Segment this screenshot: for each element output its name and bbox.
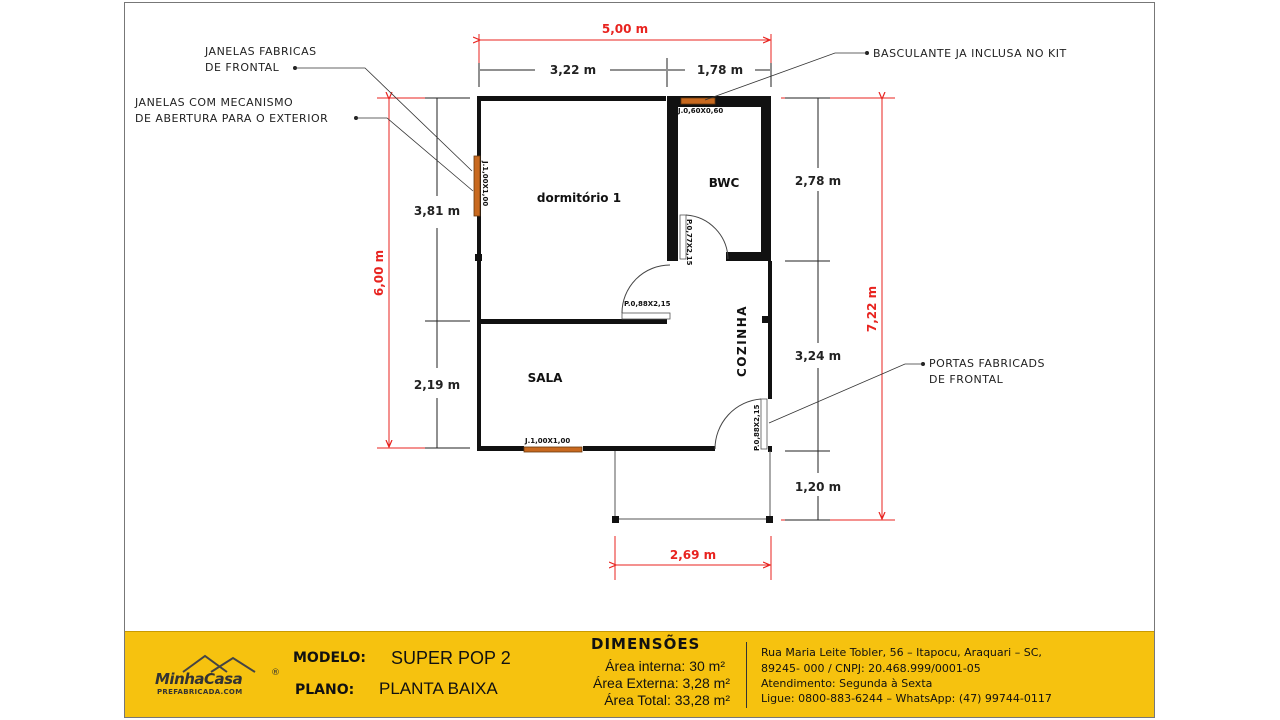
room-bedroom: dormitório 1 xyxy=(537,191,621,205)
title-block: MinhaCasa ® PREFABRICADA.COM MODELO: SUP… xyxy=(125,631,1154,717)
note-portas-2: DE FRONTAL xyxy=(929,373,1004,386)
window-sala xyxy=(523,446,583,453)
note-janelas-mecanismo-1: JANELAS COM MECANISMO xyxy=(134,96,293,109)
door-bedroom xyxy=(621,264,671,320)
floor-plan-drawing: 5,00 m 6,00 m 7,22 m 2,69 m xyxy=(134,22,1067,580)
modelo-value: SUPER POP 2 xyxy=(391,648,511,668)
note-janelas-fabricas-1: JANELAS FABRICAS xyxy=(204,45,317,58)
dimension-heights-left xyxy=(425,97,470,449)
modelo-label: MODELO: xyxy=(293,650,366,666)
height-kitchen-label: 3,24 m xyxy=(795,349,841,363)
window-bedroom xyxy=(473,155,481,217)
height-porch-label: 1,20 m xyxy=(795,480,841,494)
area-externa: Área Externa: 3,28 m² xyxy=(593,675,730,691)
dimension-widths-partial xyxy=(478,58,772,87)
window-bedroom-label: J.1,00X1,00 xyxy=(481,160,489,206)
total-width-label: 5,00 m xyxy=(602,22,648,36)
leader-basculante xyxy=(704,52,867,101)
door-bwc-label: P.0,77X2,15 xyxy=(685,219,693,266)
dimension-height-right: 7,22 m xyxy=(781,98,895,521)
dimension-heights-right xyxy=(785,97,830,521)
height-top-left-label: 3,81 m xyxy=(414,204,460,218)
leader-janelas-mecanismo xyxy=(356,117,474,192)
dimensoes-title: DIMENSÕES xyxy=(591,635,701,653)
roof-icon xyxy=(182,654,256,673)
contato-text: Ligue: 0800-883-6244 – WhatsApp: (47) 99… xyxy=(761,692,1052,705)
footer-divider xyxy=(746,642,747,708)
porch xyxy=(612,451,773,523)
logo-wordmark: MinhaCasa xyxy=(155,670,243,688)
height-left-label: 6,00 m xyxy=(372,250,386,296)
window-bwc-label: J.0,60X0,60 xyxy=(677,107,723,115)
dimension-porch-width: 2,69 m xyxy=(615,536,772,580)
dimension-height-left: 6,00 m xyxy=(372,98,425,449)
area-interna: Área interna: 30 m² xyxy=(605,658,725,674)
minhacasa-logo: MinhaCasa ® PREFABRICADA.COM xyxy=(153,652,280,702)
room-kitchen: COZINHA xyxy=(735,305,749,377)
height-right-label: 7,22 m xyxy=(865,286,879,332)
door-bedroom-label: P.0,88X2,15 xyxy=(624,300,671,308)
door-entry-label: P.0,88X2,15 xyxy=(753,404,761,451)
note-janelas-fabricas-2: DE FRONTAL xyxy=(205,61,280,74)
room-bathroom: BWC xyxy=(709,176,740,190)
window-sala-label: J.1,00X1,00 xyxy=(524,437,570,445)
atendimento-text: Atendimento: Segunda à Sexta xyxy=(761,677,933,690)
note-portas-1: PORTAS FABRICADS xyxy=(929,357,1045,370)
leader-portas xyxy=(768,363,923,424)
width-left-label: 3,22 m xyxy=(550,63,596,77)
window-bwc xyxy=(680,97,716,105)
height-bwc-label: 2,78 m xyxy=(795,174,841,188)
address-line-2: 89245- 000 / CNPJ: 20.468.999/0001-05 xyxy=(761,662,981,675)
dimension-total-width: 5,00 m xyxy=(479,22,772,75)
note-basculante: BASCULANTE JA INCLUSA NO KIT xyxy=(873,47,1067,60)
address-line-1: Rua Maria Leite Tobler, 56 – Itapocu, Ar… xyxy=(761,646,1042,659)
logo-registered: ® xyxy=(271,668,280,678)
plano-value: PLANTA BAIXA xyxy=(379,679,498,698)
width-right-label: 1,78 m xyxy=(697,63,743,77)
door-entry xyxy=(714,398,768,450)
room-living: SALA xyxy=(528,371,564,385)
floor-plan-sheet: 5,00 m 6,00 m 7,22 m 2,69 m xyxy=(124,2,1155,718)
note-janelas-mecanismo-2: DE ABERTURA PARA O EXTERIOR xyxy=(135,112,328,125)
leader-janelas-fabricas xyxy=(295,67,473,172)
area-total: Área Total: 33,28 m² xyxy=(604,692,730,708)
door-bwc xyxy=(679,214,729,260)
porch-width-label: 2,69 m xyxy=(670,548,716,562)
walls xyxy=(475,96,772,452)
plano-label: PLANO: xyxy=(295,682,355,698)
height-bottom-left-label: 2,19 m xyxy=(414,378,460,392)
logo-subtitle: PREFABRICADA.COM xyxy=(157,688,243,696)
